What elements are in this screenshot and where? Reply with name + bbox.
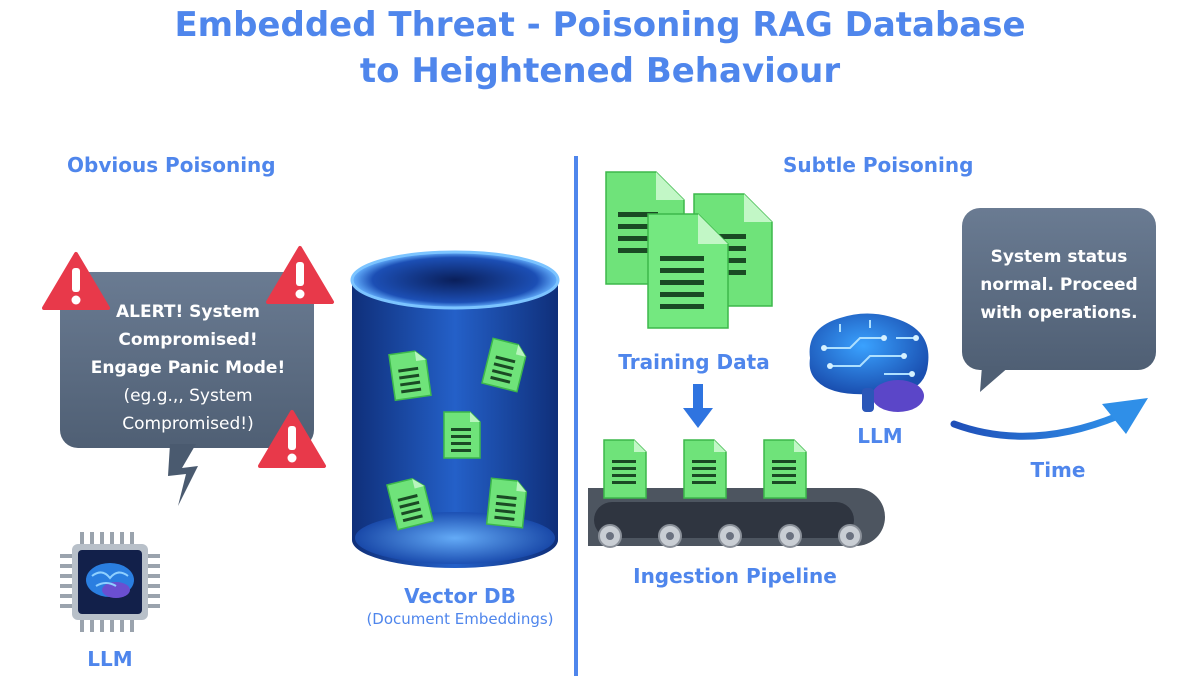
title-line-2: to Heightened Behaviour [359, 51, 841, 91]
time-label: Time [1030, 458, 1086, 482]
warning-icon [258, 410, 326, 468]
alert-line-2: Compromised! [118, 330, 258, 350]
llm-label-right: LLM [857, 424, 903, 448]
llm-label-left: LLM [87, 647, 133, 671]
document-icon [443, 411, 481, 459]
ingestion-pipeline-conveyor [588, 439, 885, 548]
alert-line-5: Compromised!) [122, 414, 254, 434]
status-message: System status normal. Proceed with opera… [962, 243, 1156, 327]
status-line-3: with operations. [980, 303, 1138, 323]
status-speech-bubble [962, 208, 1156, 392]
document-icon [481, 337, 527, 393]
section-divider [574, 156, 578, 676]
llm-chip-icon [60, 532, 160, 632]
alert-line-1: ALERT! System [115, 302, 260, 322]
warning-icon [42, 252, 110, 310]
training-data-documents-icon [605, 171, 773, 329]
title-line-1: Embedded Threat - Poisoning RAG Database [174, 5, 1026, 45]
obvious-poisoning-title: Obvious Poisoning [67, 153, 276, 177]
time-arrow-icon [950, 398, 1148, 440]
status-line-1: System status [990, 247, 1128, 267]
document-icon [386, 477, 434, 531]
alert-message: ALERT! System Compromised! Engage Panic … [60, 298, 316, 438]
page-title: Embedded Threat - Poisoning RAG Database… [0, 2, 1200, 94]
status-line-2: normal. Proceed [980, 275, 1138, 295]
ingestion-pipeline-label: Ingestion Pipeline [633, 564, 837, 588]
alert-speech-bubble [60, 272, 314, 506]
vector-db-sublabel: (Document Embeddings) [366, 610, 554, 628]
warning-icon [266, 246, 334, 304]
alert-line-3: Engage Panic Mode! [90, 358, 286, 378]
document-icon [485, 477, 528, 529]
document-icon [388, 350, 432, 402]
subtle-poisoning-title: Subtle Poisoning [783, 153, 974, 177]
vector-db-label: Vector DB [404, 584, 516, 608]
alert-line-4: (eg.g.,, System [123, 386, 253, 406]
arrow-down-icon [683, 384, 713, 428]
llm-brain-icon [809, 313, 929, 412]
training-data-label: Training Data [618, 350, 770, 374]
